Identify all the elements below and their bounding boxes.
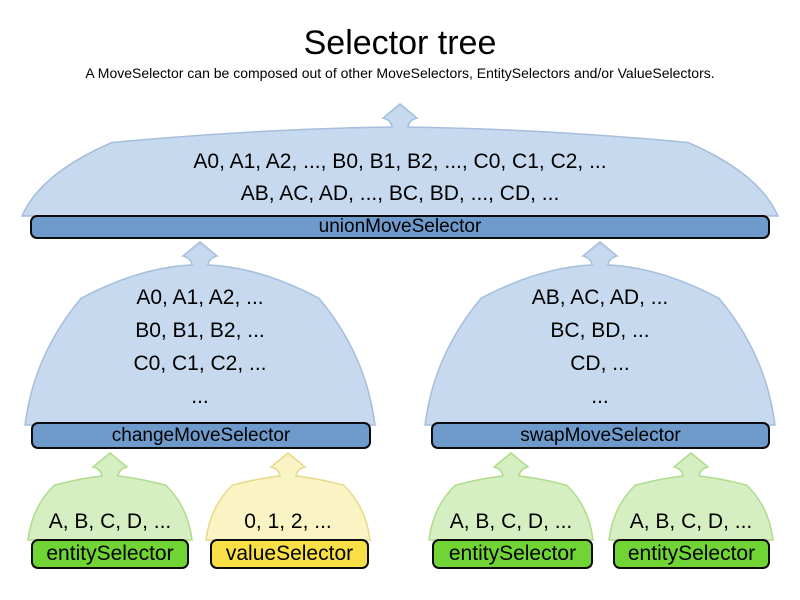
value-selector-bar: valueSelector xyxy=(210,539,369,569)
swap-move-selector-bar: swapMoveSelector xyxy=(431,422,770,449)
selection-line: A0, A1, A2, ..., B0, B1, B2, ..., C0, C1… xyxy=(193,150,607,173)
selection-line: CD, ... xyxy=(570,352,630,375)
entity-selector-bar-3: entitySelector xyxy=(613,539,770,569)
change-selection-values: A0, A1, A2, ... B0, B1, B2, ... C0, C1, … xyxy=(25,281,375,413)
entity-selection-values: A, B, C, D, ... xyxy=(28,506,192,538)
union-move-selector-cloud: A0, A1, A2, ..., B0, B1, B2, ..., C0, C1… xyxy=(20,103,780,217)
fountain-arrow-shape xyxy=(24,241,376,426)
change-move-selector-bar: changeMoveSelector xyxy=(31,422,371,449)
entity-selector-cloud-3: A, B, C, D, ... xyxy=(608,452,774,541)
change-move-selector-cloud: A0, A1, A2, ... B0, B1, B2, ... C0, C1, … xyxy=(24,241,376,426)
fountain-arrow-shape xyxy=(20,103,780,217)
selection-line: A, B, C, D, ... xyxy=(629,510,753,533)
selection-line: BC, BD, ... xyxy=(550,319,650,342)
fountain-arrow-shape xyxy=(424,241,776,426)
fountain-arrow-shape xyxy=(428,452,594,541)
swap-selection-values: AB, AC, AD, ... BC, BD, ... CD, ... ... xyxy=(425,281,775,413)
selection-line: B0, B1, B2, ... xyxy=(135,319,265,342)
entity-selector-cloud-1: A, B, C, D, ... xyxy=(27,452,193,541)
swap-move-selector-cloud: AB, AC, AD, ... BC, BD, ... CD, ... ... xyxy=(424,241,776,426)
page-title: Selector tree xyxy=(303,24,497,62)
fountain-arrow-shape xyxy=(27,452,193,541)
page-subtitle: A MoveSelector can be composed out of ot… xyxy=(85,65,715,81)
selection-line: AB, AC, AD, ... xyxy=(531,286,669,309)
union-selection-values: A0, A1, A2, ..., B0, B1, B2, ..., C0, C1… xyxy=(22,146,778,210)
fountain-arrow-shape xyxy=(608,452,774,541)
selection-line: 0, 1, 2, ... xyxy=(244,510,332,533)
selection-line: C0, C1, C2, ... xyxy=(133,352,267,375)
value-selector-cloud: 0, 1, 2, ... xyxy=(205,452,371,541)
selection-line: ... xyxy=(191,385,209,408)
entity-selector-cloud-2: A, B, C, D, ... xyxy=(428,452,594,541)
selection-line: A0, A1, A2, ... xyxy=(136,286,264,309)
union-move-selector-bar: unionMoveSelector xyxy=(30,215,770,239)
fountain-arrow-shape xyxy=(205,452,371,541)
selection-line: AB, AC, AD, ..., BC, BD, ..., CD, ... xyxy=(240,182,560,205)
entity-selection-values: A, B, C, D, ... xyxy=(429,506,593,538)
value-selection-values: 0, 1, 2, ... xyxy=(206,506,370,538)
entity-selector-bar-1: entitySelector xyxy=(31,539,189,569)
entity-selector-bar-2: entitySelector xyxy=(432,539,593,569)
entity-selection-values: A, B, C, D, ... xyxy=(609,506,773,538)
selection-line: A, B, C, D, ... xyxy=(48,510,172,533)
selection-line: A, B, C, D, ... xyxy=(449,510,573,533)
selection-line: ... xyxy=(591,385,609,408)
